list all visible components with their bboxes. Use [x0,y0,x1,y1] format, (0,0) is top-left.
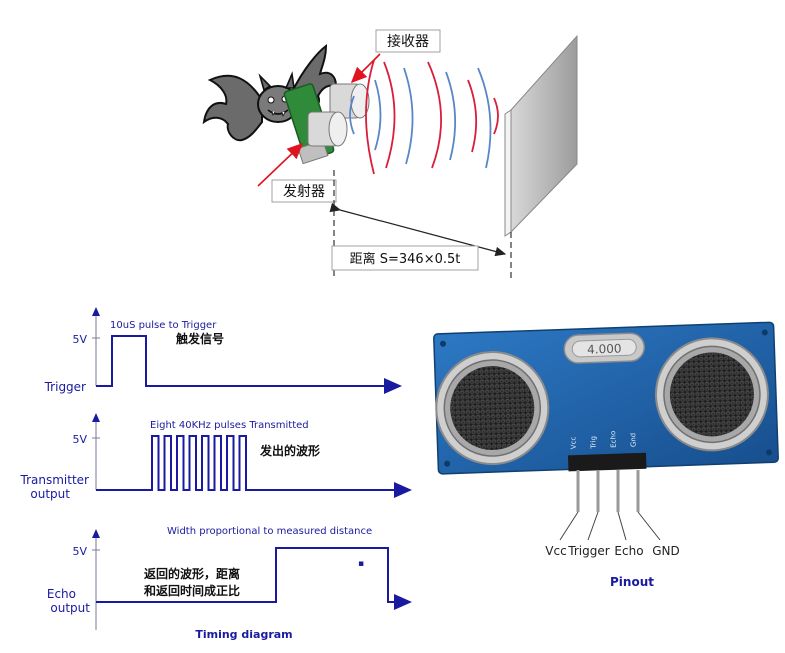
transmitter-arrow [257,142,304,187]
silkscreen-pin-labels: Vcc Trig Echo Gnd [569,431,637,450]
timing-caption: Timing diagram [195,628,292,641]
receiver-label: 接收器 [387,33,429,50]
echo-dot: ▪ [358,559,364,569]
echo-annotation-cn-line2: 和返回时间成正比 [143,583,240,598]
transmitter-transducer [307,111,348,147]
echo-annotation: Width proportional to measured distance [167,526,372,537]
echo-5v-label: 5V [72,545,87,558]
trigger-row: 5V Trigger 10uS pulse to Trigger 触发信号 [44,307,402,394]
distance-dimension: 距离 S=346×0.5t [329,170,512,280]
svg-text:Echo: Echo [609,431,618,448]
echo-row: 5V Echo output Width proportional to mea… [47,526,412,630]
echo-waveform [96,547,412,610]
transmitter-annotation: Eight 40KHz pulses Transmitted [150,420,309,431]
header-pins [576,470,640,512]
trigger-annotation-cn: 触发信号 [176,331,224,346]
transmitter-label-line2: output [30,487,70,501]
svg-text:Trig: Trig [589,436,597,450]
pcb-board: 4.000 Vcc Trig Echo Gnd [433,321,779,475]
echo-label-line1: Echo [47,587,76,601]
sound-waves [349,59,499,175]
transmitter-label-line1: Transmitter [20,473,90,487]
echo-label-line2: output [50,601,90,615]
distance-formula: 距离 S=346×0.5t [350,251,461,267]
hc-sr04-module: 4.000 Vcc Trig Echo Gnd [433,321,779,589]
transmitter-waveform [96,435,412,498]
ranging-illustration: 接收器 发射器 距离 S=346×0.5t [202,29,578,280]
svg-text:Vcc: Vcc [569,436,577,449]
right-transducer [654,337,769,452]
sensor-module-icon [283,83,370,165]
crystal-label: 4.000 [587,342,622,357]
pin-trigger-label: Trigger [567,544,609,558]
transmitter-row: 5V Transmitter output Eight 40KHz pulses… [20,413,412,501]
svg-text:Gnd: Gnd [629,433,637,448]
transmitter-5v-label: 5V [72,433,87,446]
crystal-oscillator: 4.000 [563,332,645,364]
pin-leader-lines [559,511,661,541]
echo-annotation-cn-line1: 返回的波形，距离 [144,566,240,581]
pin-header [567,452,647,472]
trigger-annotation: 10uS pulse to Trigger [110,320,217,331]
trigger-label: Trigger [44,380,86,394]
trigger-5v-label: 5V [72,333,87,346]
transmitter-callout: 发射器 [271,179,337,203]
pinout-caption: Pinout [610,575,654,589]
pin-echo-label: Echo [614,544,643,558]
receiver-callout: 接收器 [375,29,441,53]
receiver-transducer [329,83,370,119]
pin-vcc-label: Vcc [545,544,566,558]
timing-diagram: 5V Trigger 10uS pulse to Trigger 触发信号 5V… [20,307,412,641]
trigger-waveform [96,335,402,394]
left-transducer [435,351,550,466]
transmitter-annotation-cn: 发出的波形 [259,443,320,458]
receiver-arrow [350,53,381,84]
transmitter-label: 发射器 [283,184,325,200]
reflecting-wall [504,34,578,237]
pin-gnd-label: GND [652,544,680,558]
pin-names: Vcc Trigger Echo GND [545,544,679,558]
